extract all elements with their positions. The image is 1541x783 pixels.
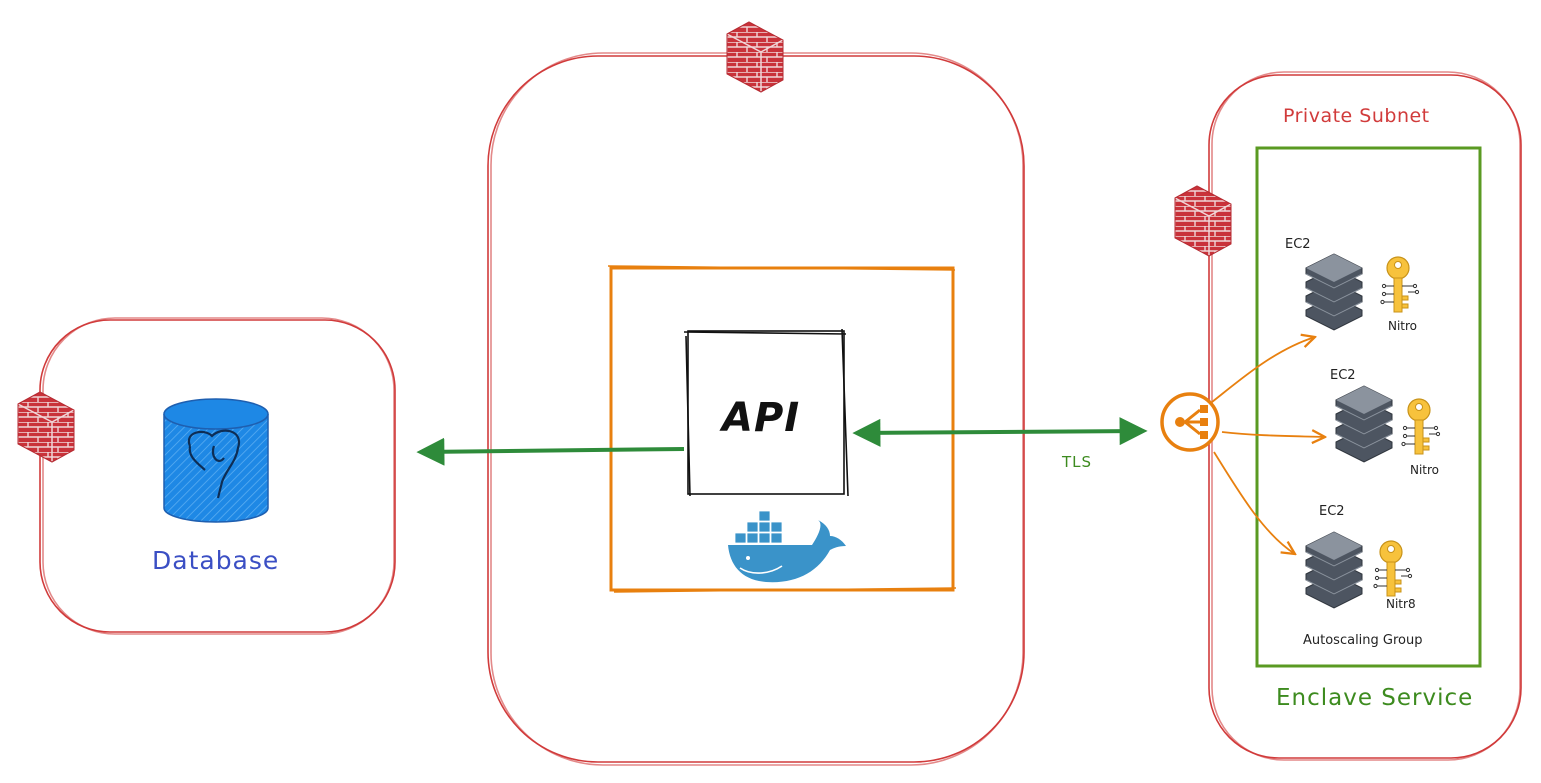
- ec2-label: EC2: [1319, 504, 1345, 519]
- nitro-label: Nitro: [1410, 463, 1440, 477]
- nitro-key-icon: [1401, 398, 1441, 455]
- firewall-icon: [1174, 185, 1232, 257]
- nitro-key-icon: [1373, 540, 1413, 597]
- docker-whale-icon: [728, 510, 846, 583]
- tls-label: TLS: [1062, 453, 1093, 471]
- ec2-label: EC2: [1285, 237, 1311, 252]
- server-stack-icon: [1305, 253, 1363, 331]
- nitro-key-icon: [1380, 256, 1420, 313]
- ec2-label: EC2: [1330, 368, 1356, 383]
- fanout-arrow-1: [1211, 337, 1315, 403]
- server-stack-icon: [1305, 531, 1363, 609]
- firewall-icon: [726, 21, 784, 93]
- fanout-arrow-2: [1221, 432, 1325, 437]
- api-box[interactable]: [683, 328, 849, 497]
- fanout-arrow-3: [1213, 451, 1295, 554]
- private-subnet-label: Private Subnet: [1283, 105, 1430, 127]
- api-label: API: [722, 395, 801, 441]
- database-boundary: [39, 317, 396, 635]
- api-to-database-arrow: [416, 437, 685, 466]
- database-label: Database: [152, 546, 280, 575]
- firewall-icon: [17, 391, 75, 463]
- nitro-label: Nitr8: [1386, 597, 1416, 611]
- api-tls-bidirectional-arrow: [852, 417, 1148, 447]
- fanout-arrows: [1211, 337, 1325, 554]
- autoscaling-group-label: Autoscaling Group: [1303, 633, 1423, 648]
- autoscaling-group-box: [1255, 146, 1482, 668]
- server-stack-icon: [1335, 385, 1393, 463]
- enclave-service-label: Enclave Service: [1276, 685, 1474, 711]
- nitro-label: Nitro: [1388, 319, 1418, 333]
- load-balancer-icon[interactable]: [1160, 392, 1220, 452]
- postgresql-database-icon: [163, 398, 269, 523]
